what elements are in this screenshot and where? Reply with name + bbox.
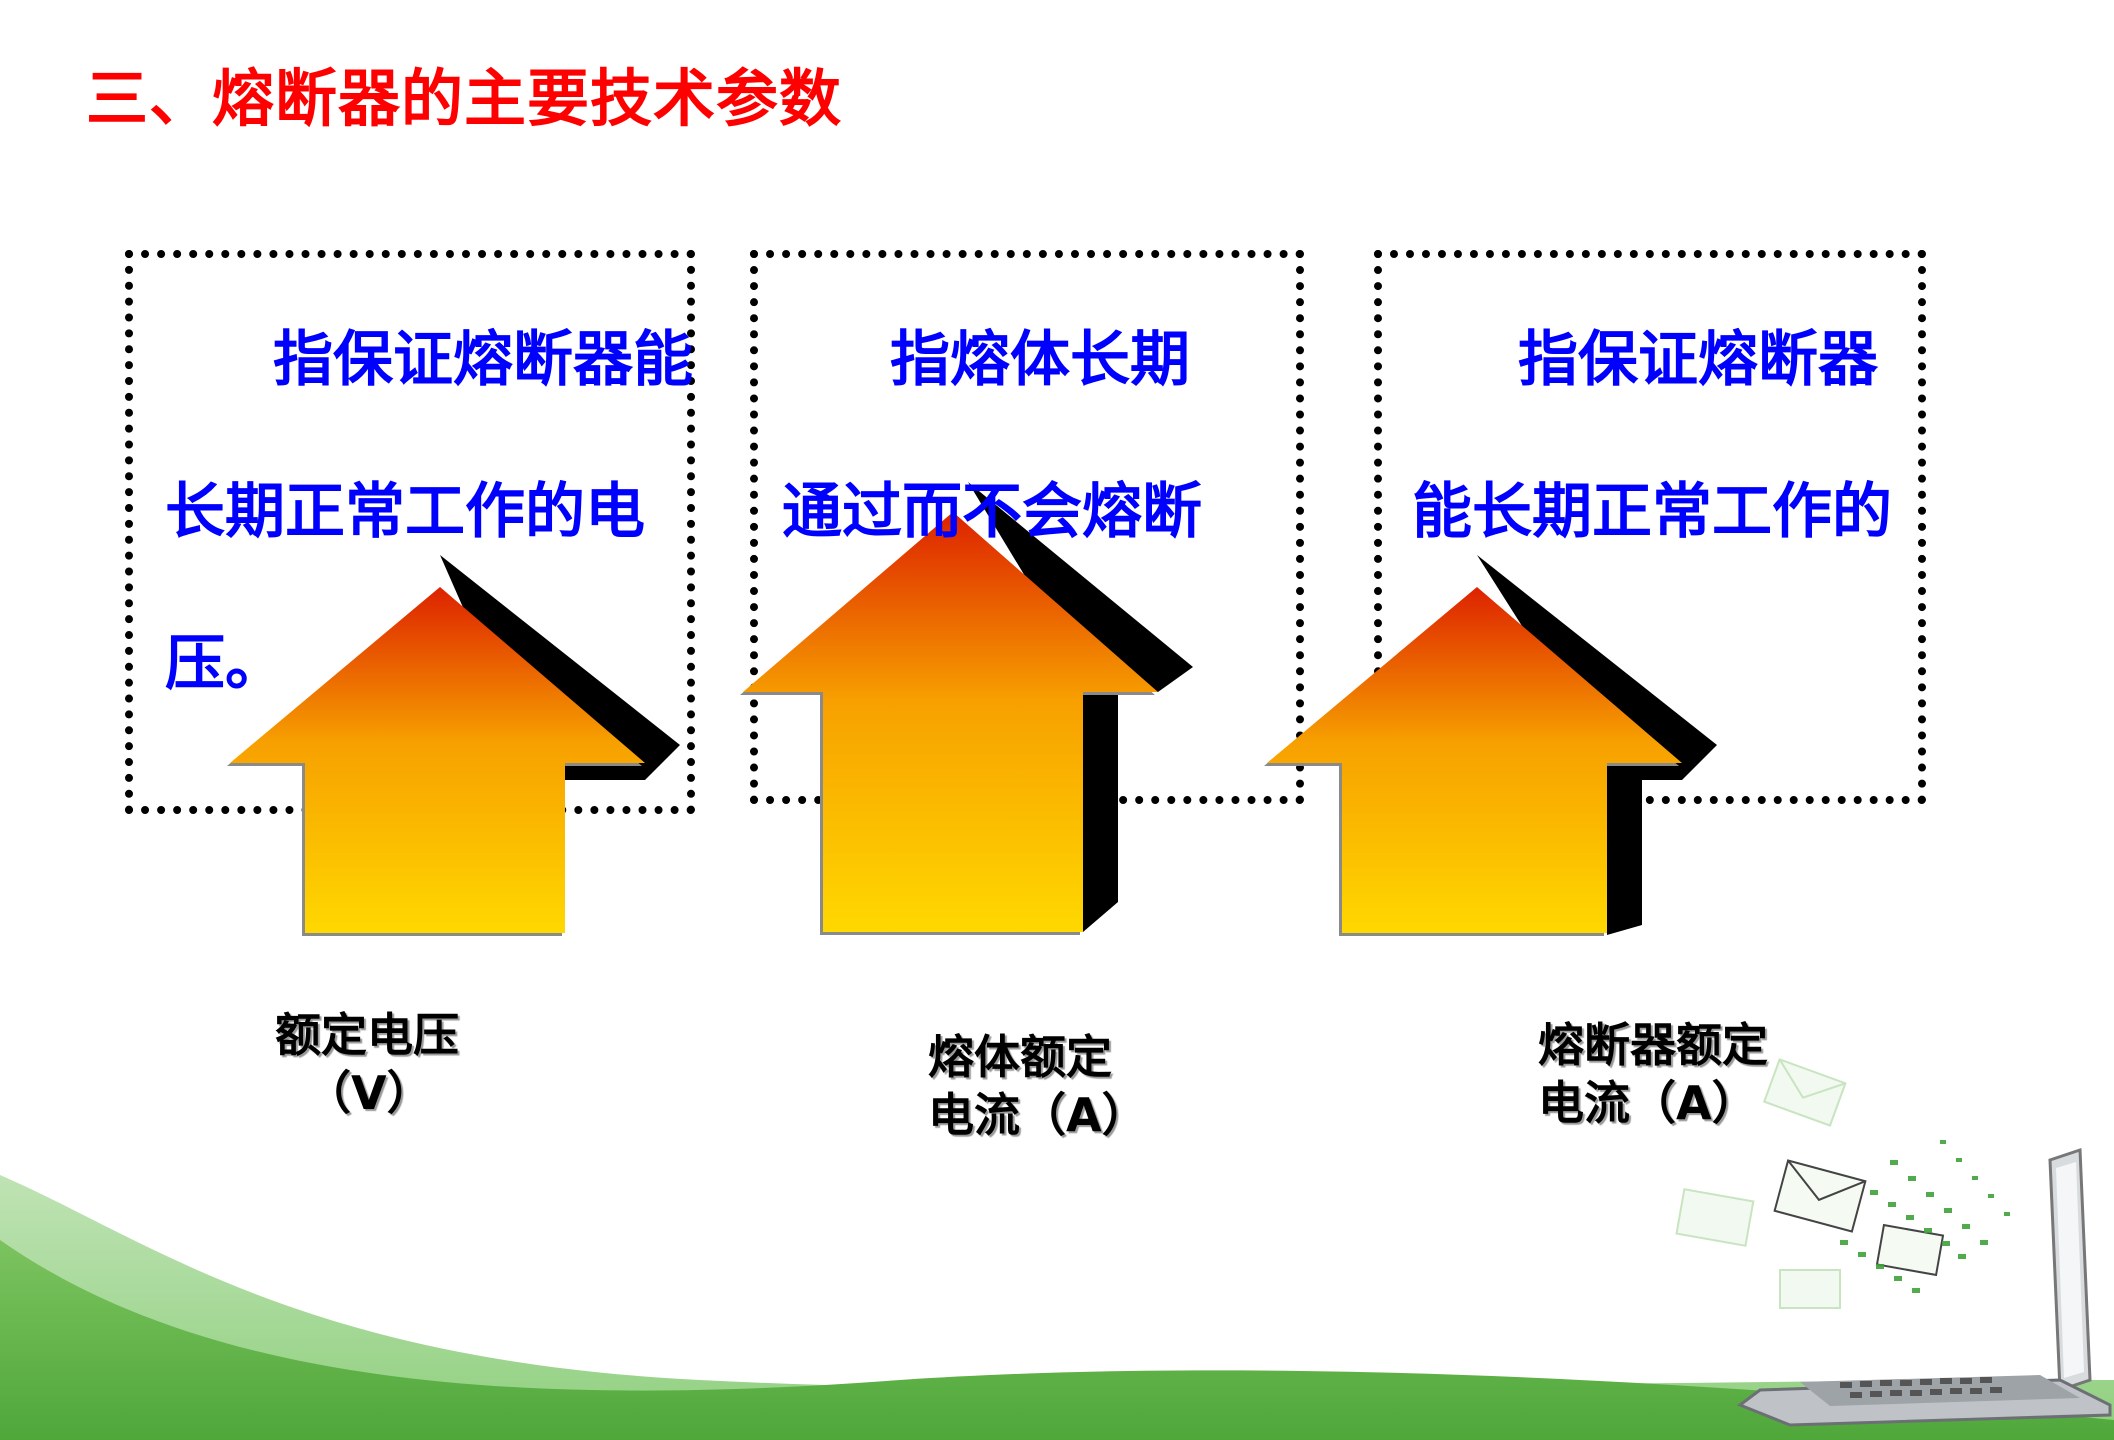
label-line: 熔断器额定	[1538, 1018, 1768, 1072]
label-line: 电流（A）	[1538, 1076, 1758, 1130]
envelope-icon	[1675, 1058, 1847, 1309]
green-wave-background	[0, 1175, 2114, 1440]
description-line: 长期正常工作的电	[165, 477, 645, 547]
dashed-box	[1374, 250, 1926, 804]
param-label: 熔体额定 电流（A）	[928, 1028, 1148, 1144]
param-label: 熔断器额定 电流（A）	[1538, 1016, 1768, 1132]
label-line: 电流（A）	[928, 1088, 1148, 1142]
up-arrow-icon	[740, 482, 1193, 935]
slide-title: 三、熔断器的主要技术参数	[86, 62, 843, 135]
param-label: 额定电压 （V）	[275, 1006, 459, 1122]
param-description: 指保证熔断器 能长期正常工作的	[1412, 284, 1892, 588]
label-line: 熔体额定	[928, 1030, 1112, 1084]
param-description: 指保证熔断器能 长期正常工作的电 压。	[165, 284, 693, 740]
description-line: 指保证熔断器	[1518, 325, 1878, 395]
description-line: 指熔体长期	[890, 325, 1190, 395]
description-line: 能长期正常工作的	[1412, 477, 1892, 547]
description-line: 通过而不会熔断	[782, 477, 1202, 547]
up-arrow-icon	[227, 555, 680, 936]
param-description: 指熔体长期 通过而不会熔断	[782, 284, 1202, 588]
description-line: 压。	[165, 629, 285, 699]
laptop-icon	[1675, 1058, 2112, 1427]
up-arrow-icon	[1264, 555, 1717, 936]
envelope-icon	[1773, 1159, 1945, 1277]
label-line: 额定电压	[275, 1008, 459, 1062]
description-line: 指保证熔断器能	[273, 325, 693, 395]
label-line: （V）	[305, 1066, 433, 1120]
